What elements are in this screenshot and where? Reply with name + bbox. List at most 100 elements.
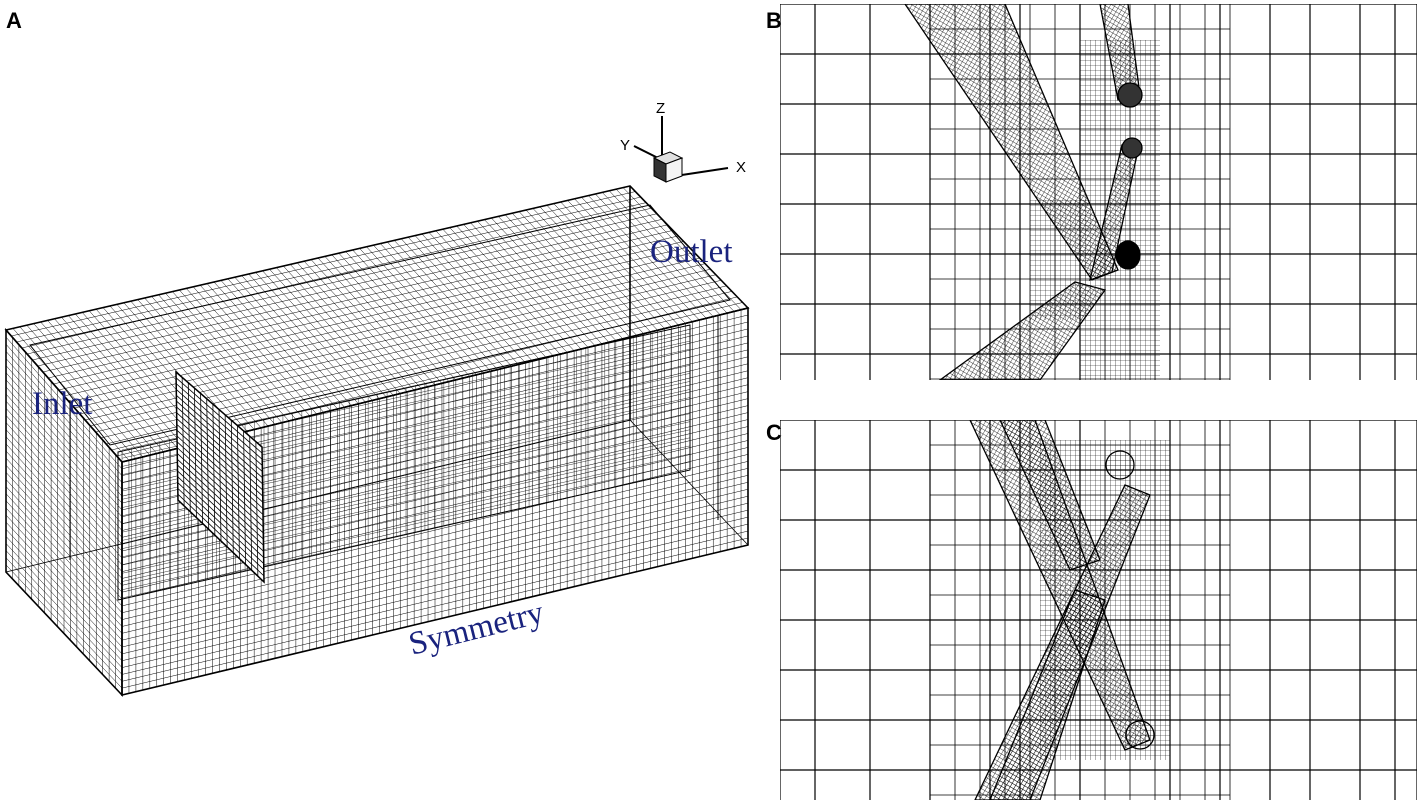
mesh-line (27, 207, 652, 355)
panel-c: C (766, 420, 1417, 800)
mesh-line (175, 377, 263, 454)
mesh-line (5, 336, 123, 470)
mesh-line (176, 412, 263, 491)
mesh-line (5, 457, 123, 586)
mesh-line (5, 351, 123, 483)
mesh-line (63, 246, 690, 397)
mesh-line (175, 371, 263, 448)
mesh-line (177, 493, 265, 577)
mesh-line (5, 393, 123, 524)
mesh-line (5, 415, 123, 545)
mesh-line (5, 429, 123, 559)
mesh-line (121, 461, 749, 614)
mesh-line (121, 454, 749, 607)
panel-b-letter: B (766, 8, 782, 33)
panel-b: B (766, 4, 1417, 380)
mesh-line (121, 530, 749, 682)
mesh-line (121, 475, 749, 627)
mesh-line (5, 365, 123, 497)
mesh-line (121, 537, 749, 689)
mesh-line (177, 470, 264, 552)
orientation-cube-icon (652, 151, 684, 183)
mesh-line (5, 472, 123, 600)
mesh-line (11, 191, 636, 337)
mesh-line (121, 461, 691, 590)
mesh-line (5, 344, 123, 476)
axis-triad: Z Y X (620, 100, 746, 183)
mesh-line (177, 488, 265, 571)
mesh-line (175, 383, 263, 460)
mesh-line (176, 400, 263, 478)
mesh-line (5, 514, 123, 641)
mesh-line (42, 224, 668, 373)
mesh-line (5, 522, 123, 648)
mesh-line (5, 401, 123, 531)
mesh-line (176, 389, 263, 466)
mesh-line (176, 447, 264, 528)
panel-c-letter: C (766, 420, 782, 445)
mesh-line (5, 550, 123, 675)
mesh-line (121, 502, 749, 655)
panel-a-letter: A (6, 8, 22, 33)
right-face-mesh (5, 329, 123, 696)
mesh-line (176, 441, 264, 521)
mesh-line (177, 458, 264, 540)
mesh-line (177, 482, 265, 564)
mesh-line (121, 482, 749, 634)
mesh-line (5, 443, 123, 572)
mesh-line (5, 379, 123, 511)
mesh-line (176, 394, 263, 472)
mesh-line (177, 499, 265, 583)
mesh-line (5, 557, 123, 682)
mesh-line (5, 507, 123, 634)
mesh-line (121, 437, 691, 566)
blade-mesh-c (969, 420, 1155, 800)
blade-mesh-b (904, 4, 1143, 380)
mesh-line (5, 450, 123, 579)
mesh-line (121, 509, 749, 661)
mesh-line (5, 408, 123, 538)
mesh-line (121, 523, 749, 675)
mesh-line (5, 436, 123, 565)
refinement-frames (29, 204, 731, 601)
inlet-label: Inlet (32, 386, 92, 422)
outlet-label: Outlet (650, 234, 732, 270)
box-outline (4, 185, 750, 698)
y-axis-label: Y (620, 137, 630, 154)
mesh-line (5, 536, 123, 661)
rotor-plane-grid (175, 371, 265, 583)
mesh-line (5, 564, 123, 689)
mesh-line (121, 488, 749, 641)
mesh-line (5, 529, 123, 655)
mesh-line (53, 235, 679, 385)
mesh-line (74, 257, 700, 409)
mesh-line (5, 358, 123, 490)
mesh-line (177, 464, 264, 546)
mesh-line (176, 418, 263, 497)
top-face-mesh (5, 185, 749, 463)
mesh-line (176, 435, 264, 515)
mesh-line (5, 493, 123, 620)
mesh-line (176, 429, 264, 509)
mesh-line (177, 453, 264, 534)
mesh-line (176, 424, 264, 503)
mesh-line (5, 479, 123, 607)
mesh-line (121, 516, 749, 668)
mesh-line (5, 486, 123, 613)
mesh-line (176, 406, 263, 485)
mesh-line (5, 543, 123, 668)
z-axis-label: Z (656, 100, 665, 117)
mesh-line (16, 196, 641, 343)
domain-mesh-box (4, 185, 750, 698)
mesh-line (5, 500, 123, 627)
mesh-line (69, 252, 695, 403)
mesh-line (58, 241, 684, 391)
mesh-line (177, 476, 264, 558)
mesh-line (5, 422, 123, 552)
mesh-line (5, 465, 123, 593)
mesh-line (5, 386, 123, 517)
mesh-line (48, 230, 673, 379)
panel-a: A Inl (4, 8, 750, 698)
mesh-line (37, 219, 663, 367)
